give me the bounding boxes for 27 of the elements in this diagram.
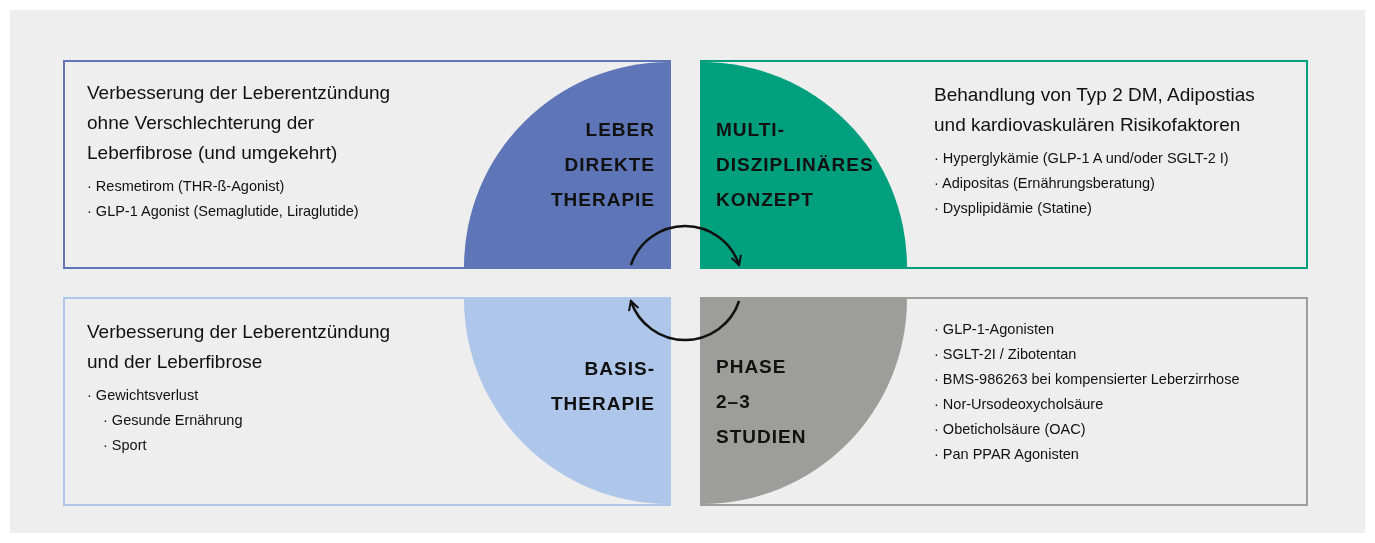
info-panel [700,60,1308,269]
info-panel [63,60,671,269]
bullet-item: · Resmetirom (THR-ß-Agonist) [87,177,286,196]
bullet-item: · Pan PPAR Agonisten [934,445,1080,464]
bullet-item: · Hyperglykämie (GLP-1 A und/oder SGLT-2 I) [934,149,1230,168]
bullet-item: · GLP-1-Agonisten [934,320,1056,339]
quarter-circle-label: PHASE 2–3 STUDIEN [702,299,907,504]
heading-text: Verbesserung der Leberentzündung und der Leberfibrose [87,320,392,374]
bullet-item: · BMS-986263 bei kompensierter Leberzirrhose [934,370,1241,389]
bullet-item: · SGLT-2I / Zibotentan [934,345,1078,364]
cycle-arrow [629,224,742,266]
quarter-circle-label: MULTI- DISZIPLINÄRES KONZEPT [702,62,907,267]
bullet-item: · Gesunde Ernährung [102,411,244,430]
heading-text: Verbesserung der Leberentzündung ohne Verschlechterung der Leberfibrose (und umgekehrt) [87,81,392,165]
bullet-item: · Nor-Ursodeoxycholsäure [934,395,1105,414]
bullet-item: · Obeticholsäure (OAC) [934,420,1087,439]
heading-text: Behandlung von Typ 2 DM, Adipostias und kardiovaskulären Risikofaktoren [934,83,1256,137]
quarter-circle-label: LEBER DIREKTE THERAPIE [464,62,669,267]
bullet-item: · Gewichtsverlust [87,386,200,405]
info-panel [63,297,671,506]
quarter-circle-label: BASIS- THERAPIE [464,299,669,504]
cycle-arrow [628,300,741,342]
bullet-item: · GLP-1 Agonist (Semaglutide, Liraglutide) [87,202,360,221]
bullet-item: · Adipositas (Ernährungsberatung) [934,174,1156,193]
bullet-item: · Sport [102,436,148,455]
bullet-item: · Dysplipidämie (Statine) [934,199,1093,218]
info-panel [700,297,1308,506]
